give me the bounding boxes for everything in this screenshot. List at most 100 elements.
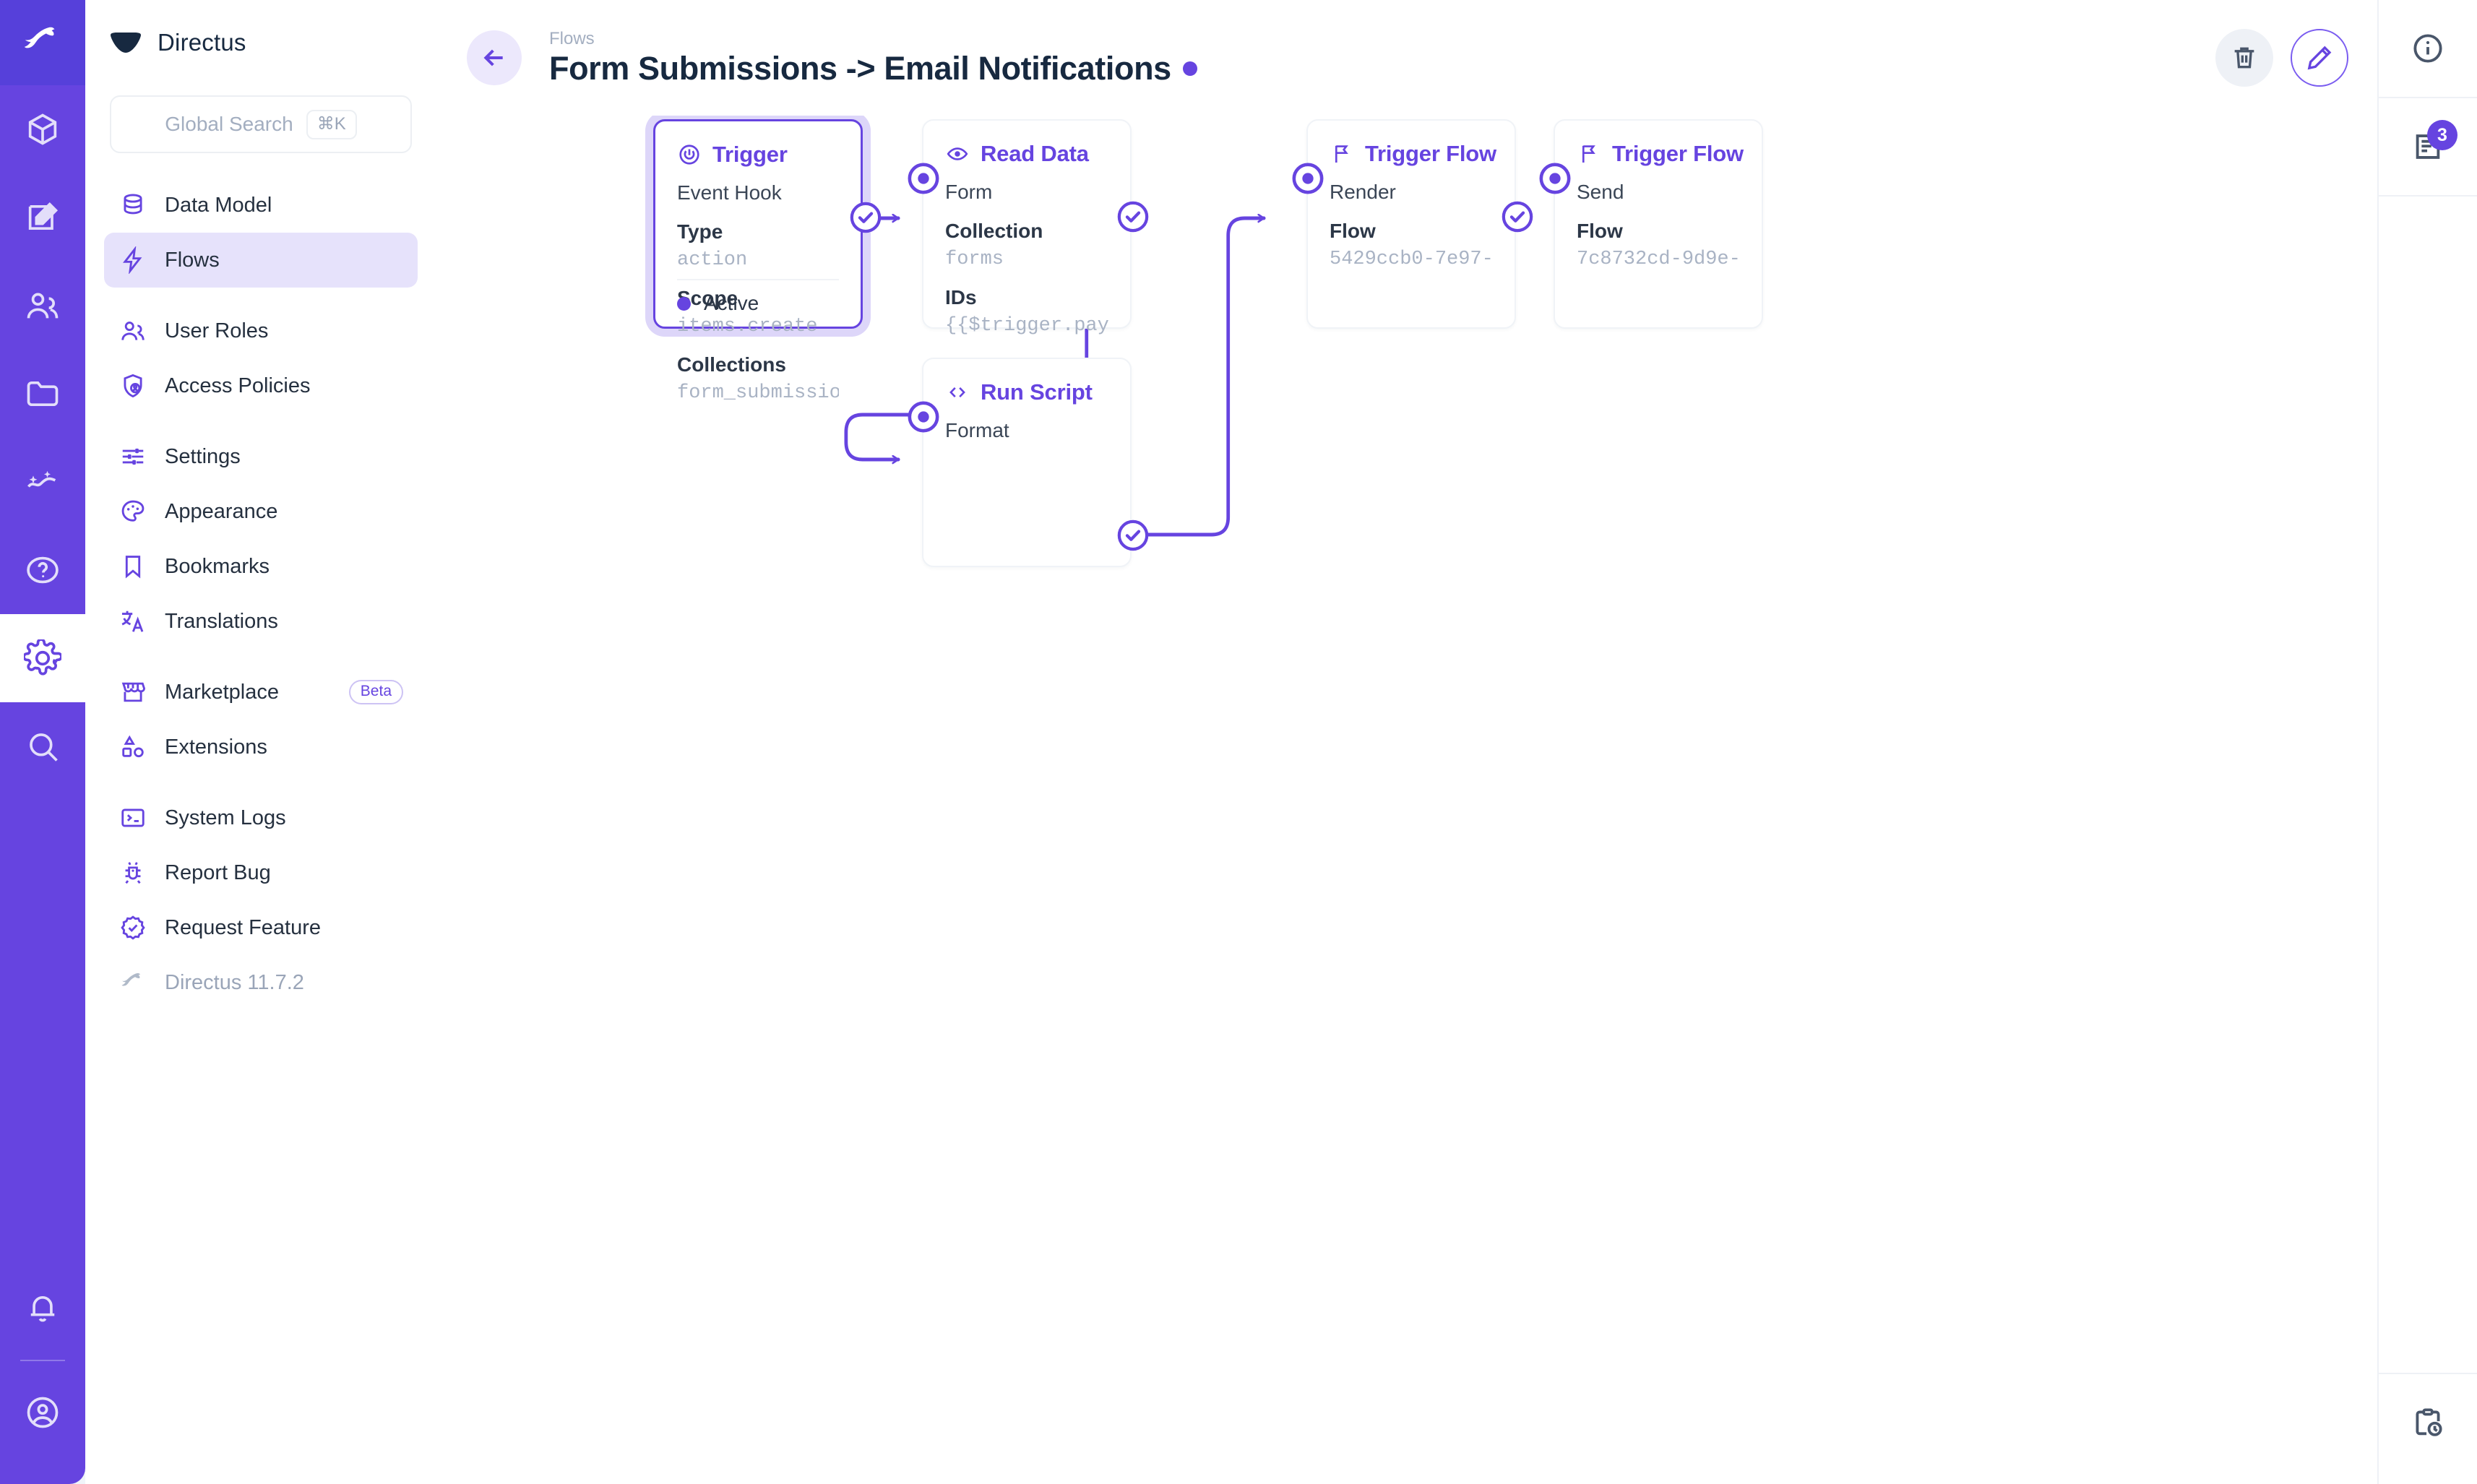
rail-item-content-module[interactable] [0, 85, 85, 173]
bookmark-icon [119, 552, 147, 581]
node-type-label: Trigger [712, 142, 788, 167]
page-title-row: Form Submissions -> Email Notifications [549, 50, 1197, 87]
sliders-icon [119, 442, 147, 471]
breadcrumb[interactable]: Flows [549, 29, 595, 48]
power-circle-icon [677, 142, 702, 167]
edit-flow-button[interactable] [2291, 29, 2348, 87]
sidebar-item-access-policies[interactable]: Access Policies [104, 358, 418, 413]
translate-icon [119, 607, 147, 636]
sidebar-item-settings[interactable]: Settings [104, 429, 418, 484]
node-header: Trigger [655, 121, 861, 168]
activity-log-button[interactable] [2378, 1373, 2477, 1471]
port-trigger-flow-send-input[interactable] [1538, 162, 1572, 195]
node-name: Form [945, 181, 993, 203]
clipboard-clock-icon [2416, 1408, 2442, 1436]
port-run-script-input[interactable] [907, 400, 940, 433]
node-name: Format [945, 419, 1009, 441]
project-header[interactable]: Directus [85, 0, 436, 85]
sidebar-item-marketplace[interactable]: Marketplace Beta [104, 665, 418, 720]
global-search-placeholder: Global Search [165, 113, 293, 135]
global-search-input[interactable]: Global Search ⌘K [110, 95, 412, 153]
directus-logo-button[interactable] [0, 0, 85, 85]
sidebar-item-translations[interactable]: Translations [104, 594, 418, 649]
node-field-value: {{$trigger.payload.form}} [945, 315, 1108, 337]
sidebar-item-label: System Logs [165, 806, 286, 829]
flow-node-run-script[interactable]: Run Script Format [908, 358, 1149, 567]
sidebar-item-label: Access Policies [165, 374, 311, 397]
port-trigger-flow-render-resolve[interactable] [1501, 200, 1534, 233]
gear-icon [24, 639, 61, 676]
flow-node-trigger-flow-send[interactable]: Trigger Flow Send Flow 7c8732cd-9d9e-44b… [1539, 119, 1763, 329]
bolt-icon [119, 246, 147, 275]
bell-icon [30, 1296, 55, 1322]
port-trigger-flow-render-input[interactable] [1291, 162, 1324, 195]
back-button[interactable] [467, 30, 522, 85]
sidebar-item-label: Directus 11.7.2 [165, 970, 304, 994]
port-trigger-resolve[interactable] [849, 201, 882, 234]
node-body: Event Hook Type action Scope items.creat… [655, 168, 861, 407]
rail-item-users-module[interactable] [0, 262, 85, 350]
sidebar-item-bookmarks[interactable]: Bookmarks [104, 539, 418, 594]
flag-icon [1330, 142, 1354, 166]
main-area: Flows Form Submissions -> Email Notifica… [436, 0, 2377, 1484]
port-run-script-resolve[interactable] [1116, 519, 1150, 552]
module-rail-bottom [0, 1264, 85, 1484]
sidebar-item-flows[interactable]: Flows [104, 233, 418, 288]
flow-node-trigger[interactable]: Trigger Event Hook Type action Scope ite… [653, 119, 882, 404]
revisions-count-badge: 3 [2427, 120, 2457, 150]
global-search-shortcut: ⌘K [306, 109, 357, 139]
arrow-left-icon [483, 49, 503, 66]
revisions-panel-button[interactable]: 3 [2378, 98, 2477, 197]
rail-item-docs-module[interactable] [0, 526, 85, 614]
sidebar-item-data-model[interactable]: Data Model [104, 178, 418, 233]
pencil-icon [2307, 46, 2332, 70]
rail-item-search-module[interactable] [0, 702, 85, 790]
node-header: Trigger Flow [1555, 121, 1762, 167]
flow-node-read-data[interactable]: Read Data Form Collection forms IDs {{$t… [908, 119, 1149, 337]
header-actions [2215, 29, 2348, 87]
sidebar-item-label: Report Bug [165, 860, 271, 884]
directus-diamond-mark-icon [111, 33, 141, 53]
rail-divider [20, 1360, 65, 1361]
code-brackets-icon [945, 380, 970, 405]
sidebar-item-extensions[interactable]: Extensions [104, 720, 418, 775]
node-field-value: items.create [677, 316, 818, 338]
sidebar-item-system-logs[interactable]: System Logs [104, 790, 418, 845]
flow-canvas[interactable]: Trigger Event Hook Type action Scope ite… [436, 116, 2377, 1484]
rail-item-account[interactable] [0, 1368, 85, 1457]
sidebar-item-user-roles[interactable]: User Roles [104, 303, 418, 358]
rail-item-insights-module[interactable] [0, 438, 85, 526]
directus-rabbit-logo-icon [24, 27, 55, 48]
port-read-data-input[interactable] [907, 162, 940, 195]
sidebar-item-report-bug[interactable]: Report Bug [104, 845, 418, 900]
node-field-key: Flow [1330, 220, 1376, 242]
shield-user-icon [119, 371, 147, 400]
flow-node-trigger-flow-render[interactable]: Trigger Flow Render Flow 5429ccb0-7e97-4… [1292, 119, 1533, 329]
global-search-wrap: Global Search ⌘K [85, 85, 436, 153]
node-field-key: Type [677, 220, 723, 243]
page-header: Flows Form Submissions -> Email Notifica… [436, 0, 2377, 116]
rail-item-settings-module[interactable] [0, 614, 85, 702]
node-name: Render [1330, 181, 1396, 203]
people-icon [27, 293, 59, 319]
rail-item-files-module[interactable] [0, 350, 85, 438]
rail-item-editor-module[interactable] [0, 173, 85, 262]
rail-item-notifications[interactable] [0, 1264, 85, 1353]
info-circle-icon [2413, 34, 2442, 63]
delete-flow-button[interactable] [2215, 29, 2273, 87]
magnifier-icon [30, 733, 58, 762]
node-field-key: Collections [677, 353, 786, 376]
sidebar-item-label: Request Feature [165, 915, 322, 939]
folder-icon [27, 381, 59, 407]
info-panel-button[interactable] [2378, 0, 2477, 98]
port-read-data-resolve[interactable] [1116, 200, 1150, 233]
project-name: Directus [158, 29, 246, 56]
module-rail [0, 0, 85, 1484]
node-field-value: forms [945, 249, 1004, 271]
sidebar-item-request-feature[interactable]: Request Feature [104, 900, 418, 955]
sidebar-item-version[interactable]: Directus 11.7.2 [104, 955, 418, 1010]
node-body: Format [923, 405, 1130, 446]
node-field-value: 7c8732cd-9d9e-44be [1577, 249, 1740, 271]
sidebar-item-appearance[interactable]: Appearance [104, 484, 418, 539]
